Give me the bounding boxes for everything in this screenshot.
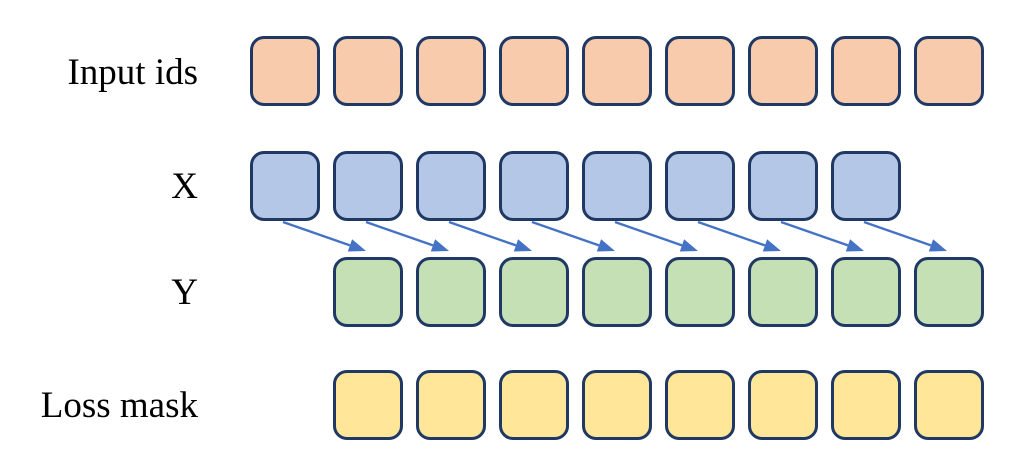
shift-arrow <box>780 220 864 252</box>
token-box-x <box>333 151 403 221</box>
shift-arrow <box>697 220 781 252</box>
token-box-input-ids <box>250 36 320 106</box>
token-box-x <box>665 151 735 221</box>
token-box-x <box>748 151 818 221</box>
token-box-loss-mask <box>914 370 984 440</box>
token-box-input-ids <box>748 36 818 106</box>
token-box-y <box>748 257 818 327</box>
token-box-loss-mask <box>748 370 818 440</box>
token-box-y <box>499 257 569 327</box>
token-box-input-ids <box>831 36 901 106</box>
token-box-y <box>416 257 486 327</box>
shift-arrow <box>531 220 615 252</box>
shift-arrow <box>448 220 532 252</box>
row-label-input-ids: Input ids <box>67 51 198 93</box>
shift-arrow <box>365 220 449 252</box>
token-box-loss-mask <box>499 370 569 440</box>
shift-arrow <box>282 220 366 252</box>
token-box-x <box>499 151 569 221</box>
token-box-loss-mask <box>333 370 403 440</box>
token-box-input-ids <box>499 36 569 106</box>
row-label-x: X <box>171 165 198 207</box>
token-box-input-ids <box>582 36 652 106</box>
row-label-y: Y <box>171 271 198 313</box>
token-box-x <box>250 151 320 221</box>
shift-arrow <box>863 220 947 252</box>
token-box-y <box>665 257 735 327</box>
token-box-loss-mask <box>665 370 735 440</box>
token-box-x <box>831 151 901 221</box>
token-box-y <box>831 257 901 327</box>
token-box-input-ids <box>914 36 984 106</box>
token-box-input-ids <box>333 36 403 106</box>
token-box-loss-mask <box>582 370 652 440</box>
token-box-y <box>914 257 984 327</box>
token-box-input-ids <box>665 36 735 106</box>
row-label-loss-mask: Loss mask <box>40 384 198 426</box>
token-box-x <box>582 151 652 221</box>
token-box-loss-mask <box>831 370 901 440</box>
token-box-loss-mask <box>416 370 486 440</box>
token-box-input-ids <box>416 36 486 106</box>
token-box-x <box>416 151 486 221</box>
token-box-y <box>333 257 403 327</box>
token-box-y <box>582 257 652 327</box>
shift-arrow <box>614 220 698 252</box>
